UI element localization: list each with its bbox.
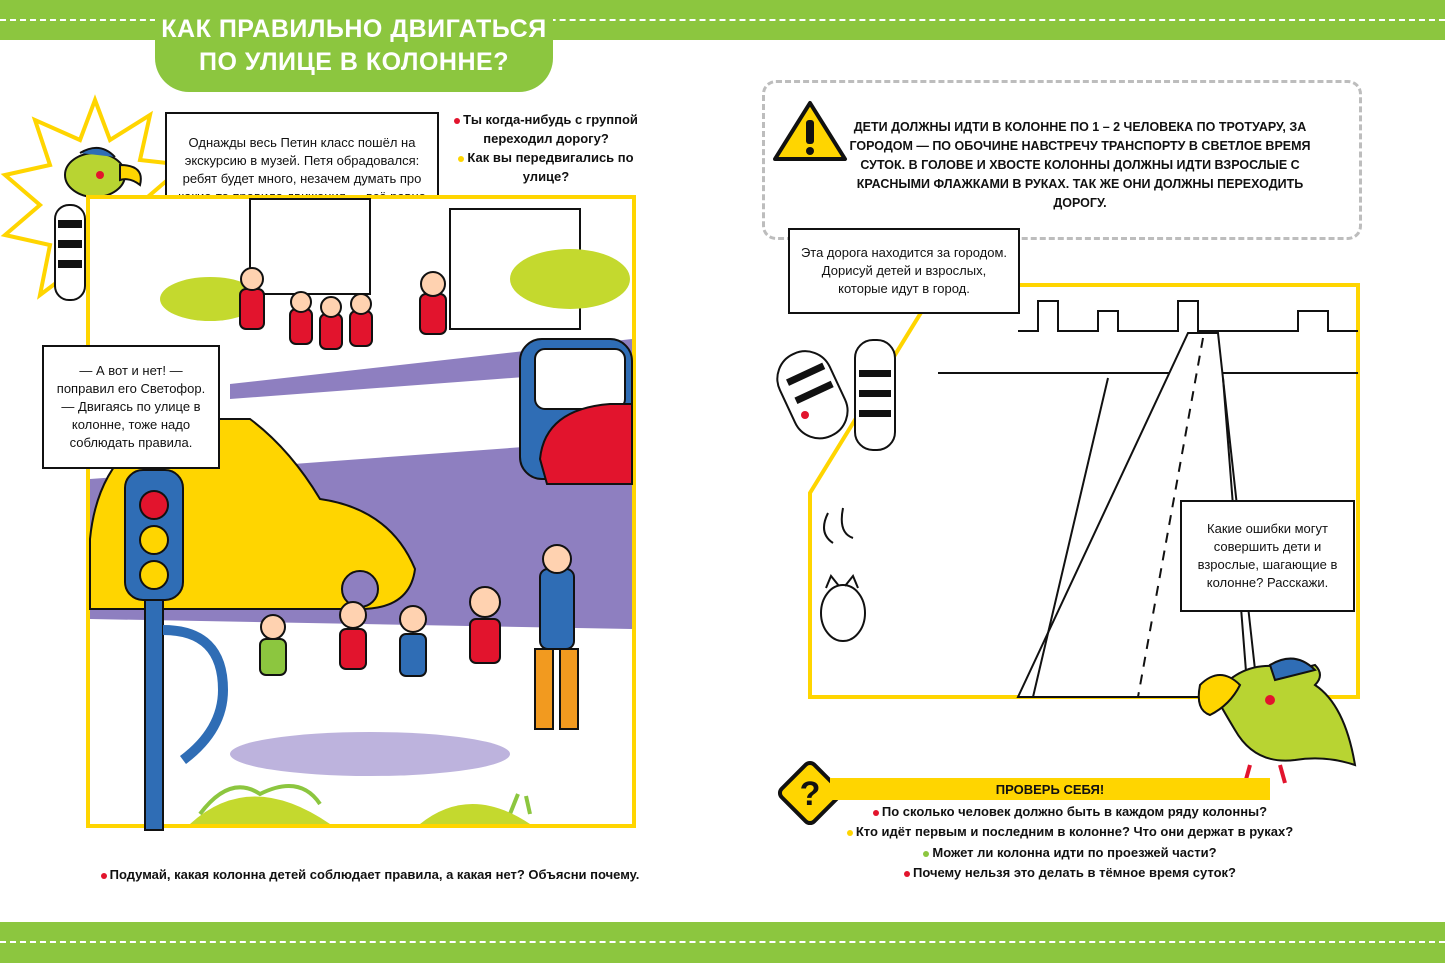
yellow-dot [846,829,853,836]
mistakes-bubble: Какие ошибки могут совершить дети и взро… [1180,500,1355,612]
bottom-band-dash [0,941,1445,943]
title-line-1: Как правильно двигаться [161,15,547,43]
bottom-left-question-text: Подумай, какая колонна детей соблюдает п… [109,867,640,882]
check-question-2-text: Кто идёт первым и последним в колонне? Ч… [855,824,1294,839]
check-question-4-text: Почему нельзя это делать в тёмное время … [912,865,1236,880]
cat-icon [820,574,866,642]
question-icon: ? [777,760,843,826]
bottom-left-question: Подумай, какая колонна детей соблюдает п… [90,866,650,884]
traffic-light-icon [124,469,229,831]
yellow-dot [458,155,465,162]
road-bubble: Эта дорога находится за городом. Дорисуй… [788,228,1020,314]
parrot-icon [64,146,142,198]
left-question-1: Ты когда-нибудь с группой переходил доро… [463,112,638,146]
check-question-1: По сколько человек должно быть в каждом … [830,803,1310,821]
check-question-3: Может ли колонна идти по проезжей части? [830,844,1310,862]
warning-icon [773,101,847,161]
red-dot [454,117,461,124]
title-line-2: по улице в колонне? [199,48,509,76]
check-question-2: Кто идёт первым и последним в колонне? Ч… [830,823,1310,841]
check-heading: Проверь себя! [830,778,1270,800]
top-band-dash [0,19,1445,21]
svg-text:?: ? [800,775,821,813]
red-dot [872,809,879,816]
check-question-3-text: Может ли колонна идти по проезжей части? [932,845,1217,860]
green-dot [923,850,930,857]
check-question-1-text: По сколько человек должно быть в каждом … [881,804,1268,819]
traffic-light-bubble: — А вот и нет! — поправил его Светофор. … [42,345,220,469]
zebra-icon [776,339,896,451]
left-question-2: Как вы передвигались по улице? [467,150,634,184]
warning-box [762,80,1362,240]
parrot-icon [1197,657,1357,784]
page-title: Как правильно двигаться по улице в колон… [155,0,553,92]
red-dot [100,872,107,879]
check-question-4: Почему нельзя это делать в тёмное время … [830,864,1310,882]
warning-text: Дети должны идти в колонне по 1 – 2 чело… [849,120,1311,210]
left-questions: Ты когда-нибудь с группой переходил доро… [446,110,646,186]
red-dot [903,870,910,877]
